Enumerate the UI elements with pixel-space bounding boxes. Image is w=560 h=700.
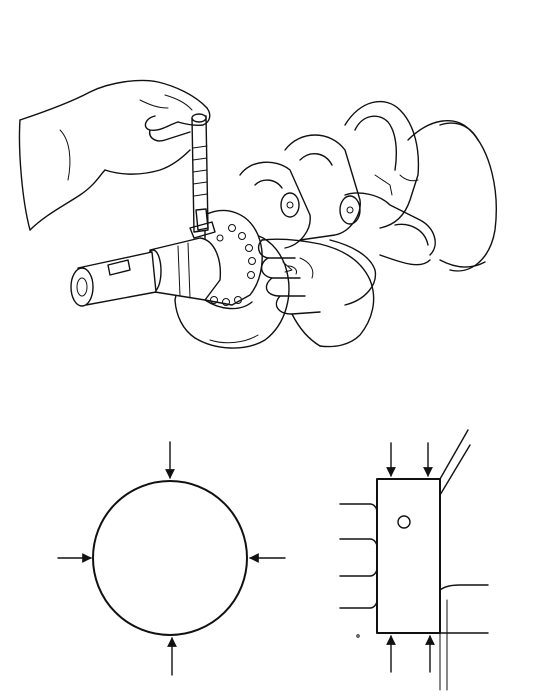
crankshaft-measurement-illustration (18, 79, 497, 349)
hand-lower-icon (257, 238, 375, 348)
micrometer-icon (189, 113, 216, 239)
hand-upper-icon (18, 79, 211, 231)
journal-circle (92, 480, 248, 636)
oil-hole-icon (397, 515, 411, 529)
journal-cross-section (57, 441, 286, 676)
crankshaft-icon (70, 100, 497, 349)
journal-side-view (339, 429, 489, 691)
journal-rectangle (376, 478, 441, 634)
